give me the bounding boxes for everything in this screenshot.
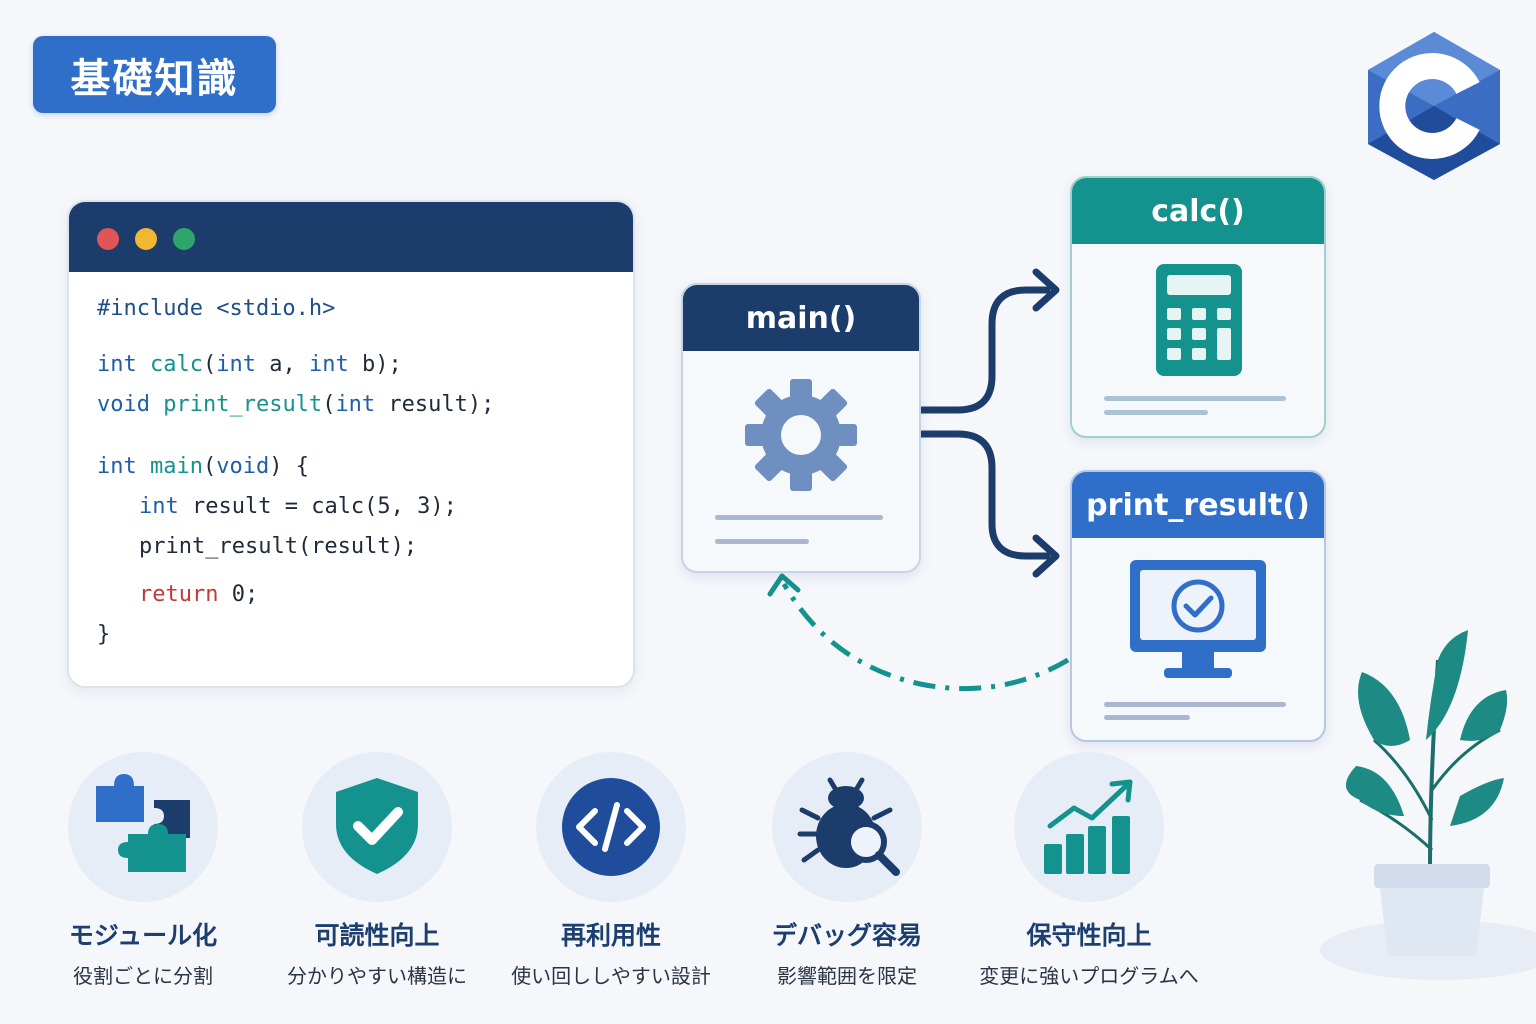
calculator-icon [1156,264,1242,376]
feature-title: デバッグ容易 [771,921,922,950]
feature-icon-circle [302,752,452,902]
maximize-dot [173,228,195,250]
feature-debugging: デバッグ容易 影響範囲を限定 [727,752,967,989]
bug-search-icon [797,777,900,876]
gear-icon [745,379,857,491]
monitor-check-icon [1130,560,1266,678]
feature-icon-circle [68,752,218,902]
code-line: } [97,622,111,647]
code-line: #include <stdio.h> [97,296,336,321]
code-line: void print_result(int result); [97,392,495,417]
feature-icon-circle [536,752,686,902]
code-line: int result = calc(5, 3); [139,494,457,519]
page-badge: 基礎知識 [33,36,276,113]
growth-chart-icon [1044,779,1133,874]
feature-subtitle: 分かりやすい構造に [287,964,467,988]
text-line [715,515,883,520]
code-line: int calc(int a, int b); [97,352,402,377]
code-line: int main(void) { [97,454,309,479]
close-dot [97,228,119,250]
plant-decoration-icon [1320,630,1536,980]
code-line: return 0; [139,582,259,607]
feature-maintainability: 保守性向上 変更に強いプログラムへ [969,752,1209,989]
calc-function-card: calc() [1070,176,1326,438]
text-line [1104,715,1190,720]
code-window: #include <stdio.h> int calc(int a, int b… [67,200,635,688]
main-function-label: main() [683,285,919,351]
text-line [1104,702,1286,707]
feature-title: 可読性向上 [314,921,440,950]
minimize-dot [135,228,157,250]
main-function-card: main() [681,283,921,573]
shield-check-icon [336,778,418,874]
feature-modularization: モジュール化 役割ごとに分割 [23,752,263,989]
feature-subtitle: 変更に強いプログラムへ [979,964,1199,988]
c-language-logo-icon [1368,32,1500,180]
feature-icon-circle [1014,752,1164,902]
feature-title: モジュール化 [68,921,218,950]
feature-subtitle: 影響範囲を限定 [777,964,917,988]
text-line [1104,396,1286,401]
text-line [715,539,809,544]
code-line: print_result(result); [139,534,418,559]
feature-title: 再利用性 [560,921,661,950]
calc-function-label: calc() [1072,178,1324,244]
feature-subtitle: 使い回ししやすい設計 [511,964,711,988]
text-line [1104,410,1208,415]
feature-readability: 可読性向上 分かりやすい構造に [257,752,497,989]
code-icon [562,778,660,876]
feature-icon-circle [772,752,922,902]
feature-reusability: 再利用性 使い回ししやすい設計 [491,752,731,989]
window-titlebar [69,202,633,272]
print-result-function-card: print_result() [1070,470,1326,742]
feature-title: 保守性向上 [1026,921,1152,950]
feature-subtitle: 役割ごとに分割 [73,964,213,988]
puzzle-icon [96,774,190,872]
print-result-function-label: print_result() [1072,472,1324,538]
